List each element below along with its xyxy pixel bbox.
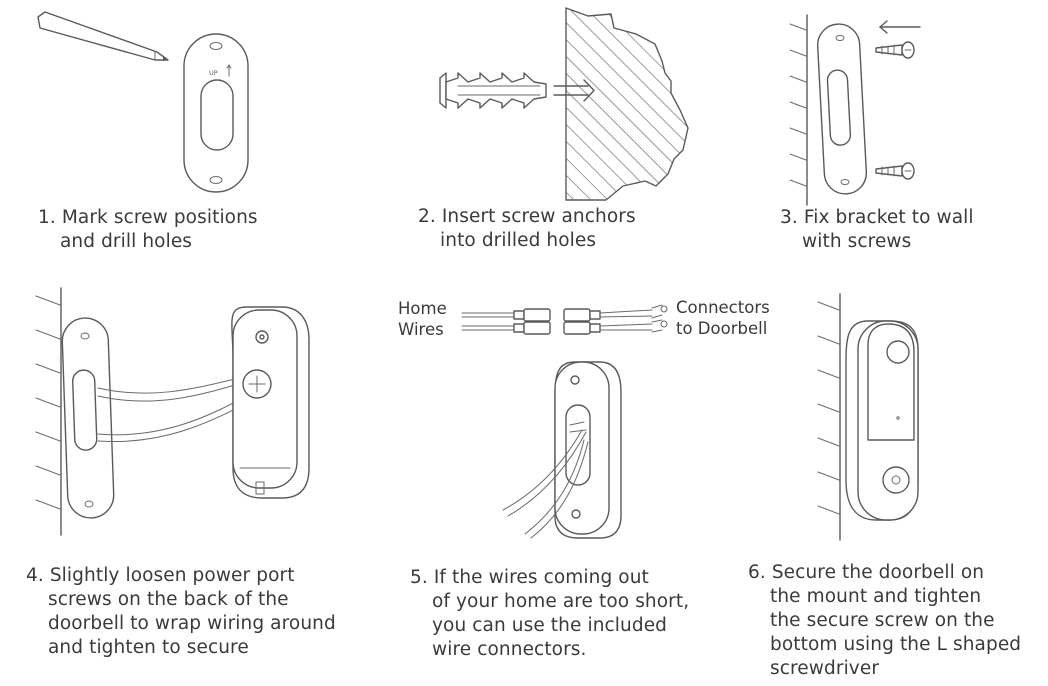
screw-bottom-icon	[875, 162, 915, 180]
step-4-line-1: Slightly loosen power port	[49, 565, 295, 586]
step-6-caption: 6. Secure the doorbell on the mount and …	[748, 561, 1021, 681]
wall-icon	[789, 14, 808, 206]
insert-arrow-icon	[553, 79, 595, 102]
step-5-caption: 5. If the wires coming out of your home …	[410, 566, 689, 662]
connectors-label-line-1: Connectors	[676, 298, 770, 317]
step-1-number: 1.	[38, 207, 56, 228]
step-3-caption: 3. Fix bracket to wall with screws	[780, 206, 974, 254]
step-1-line-1: Mark screw positions	[61, 207, 258, 228]
step-1-caption: 1. Mark screw positions and drill holes	[38, 206, 258, 254]
step-4-line-2: screws on the back of the	[48, 589, 289, 610]
home-wires-label-line-1: Home	[398, 299, 447, 318]
step-4-number: 4.	[26, 565, 44, 586]
step-6-line-1: Secure the doorbell on	[771, 562, 985, 583]
step-2-line-2: into drilled holes	[440, 230, 597, 251]
step-5-line-1: If the wires coming out	[433, 567, 649, 588]
connectors-label-line-2: to Doorbell	[676, 319, 768, 338]
screw-top-icon	[875, 41, 915, 59]
wall-section-icon	[565, 7, 689, 201]
bracket-up-label: UP	[209, 69, 218, 77]
step-1-line-2: and drill holes	[60, 231, 193, 252]
step-6-line-4: bottom using the L shaped	[770, 634, 1022, 655]
step-4-line-4: and tighten to secure	[48, 637, 249, 658]
bracket-icon: UP	[183, 33, 249, 193]
step-2-caption: 2. Insert screw anchors into drilled hol…	[418, 205, 636, 253]
step-5-line-4: wire connectors.	[432, 639, 587, 660]
home-wires-label-line-2: Wires	[398, 320, 444, 339]
step-6-number: 6.	[748, 562, 766, 583]
step-3-line-2: with screws	[802, 231, 912, 252]
step-3-line-1: Fix bracket to wall	[803, 207, 974, 228]
step-5-line-3: you can use the included	[432, 615, 668, 636]
step-4-caption: 4. Slightly loosen power port screws on …	[26, 564, 336, 660]
wire-connectors-icon	[563, 304, 668, 335]
connectors-label: Connectors to Doorbell	[676, 297, 770, 339]
mounted-bracket-icon	[816, 23, 868, 195]
wall-bracket-icon	[61, 317, 115, 519]
step-2-line-1: Insert screw anchors	[441, 206, 636, 227]
wall-icon-step4	[35, 287, 62, 536]
home-wires-label: Home Wires	[398, 298, 447, 340]
step-6-line-2: the mount and tighten	[770, 586, 982, 607]
step-2-number: 2.	[418, 206, 436, 227]
home-wires-icon	[461, 308, 551, 335]
step-5-line-2: of your home are too short,	[432, 591, 690, 612]
step-6-line-5: screwdriver	[770, 658, 880, 679]
direction-arrow-icon	[879, 20, 921, 34]
wall-icon-step6	[817, 293, 841, 541]
screw-anchor-icon	[439, 72, 547, 109]
pencil-icon	[37, 11, 169, 61]
bracket-wires-icon	[502, 361, 622, 539]
doorbell-back-icon	[231, 306, 310, 499]
step-3-number: 3.	[780, 207, 798, 228]
step-6-line-3: the secure screw on the	[770, 610, 995, 631]
step-4-line-3: doorbell to wrap wiring around	[48, 613, 336, 634]
doorbell-front-icon	[845, 320, 919, 521]
step-5-number: 5.	[410, 567, 428, 588]
